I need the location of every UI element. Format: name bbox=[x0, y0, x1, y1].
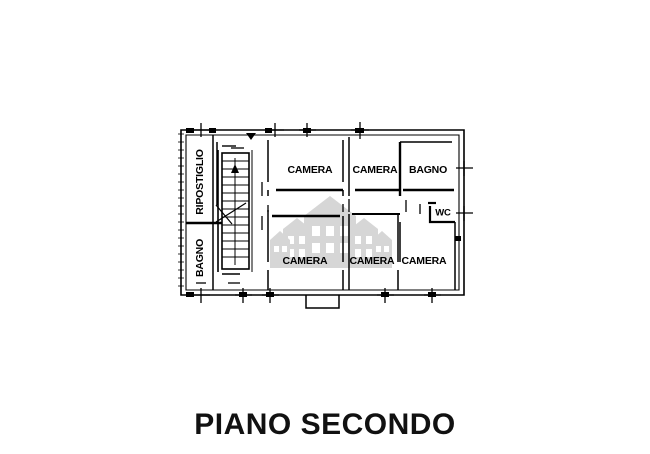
exterior-walls bbox=[180, 129, 465, 296]
door-openings bbox=[196, 147, 421, 284]
bottom-projection bbox=[305, 295, 340, 309]
room-label-camera-bottom-1: CAMERA bbox=[283, 255, 328, 267]
house-watermark bbox=[270, 196, 392, 268]
page-title: PIANO SECONDO bbox=[194, 408, 456, 441]
room-label-bagno-left: BAGNO bbox=[194, 239, 206, 277]
window-right-2 bbox=[456, 206, 473, 221]
wall-nubs bbox=[186, 128, 461, 297]
room-labels: RIPOSTIGLIO BAGNO CAMERA CAMERA BAGNO WC… bbox=[194, 149, 451, 277]
window-bottom-1 bbox=[193, 288, 210, 303]
exterior-wall-left-hatch bbox=[178, 133, 184, 287]
staircase bbox=[215, 145, 253, 275]
interior-walls bbox=[186, 135, 456, 290]
room-label-camera-bottom-2: CAMERA bbox=[350, 255, 395, 267]
room-label-ripostiglio: RIPOSTIGLIO bbox=[194, 149, 206, 215]
room-label-camera-top-2: CAMERA bbox=[353, 164, 398, 176]
room-label-camera-top-1: CAMERA bbox=[288, 164, 333, 176]
window-right-1 bbox=[456, 161, 473, 176]
window-top-1 bbox=[193, 123, 210, 137]
room-label-camera-bottom-3: CAMERA bbox=[402, 255, 447, 267]
room-label-wc: WC bbox=[435, 208, 451, 219]
room-label-bagno-top: BAGNO bbox=[409, 164, 447, 176]
